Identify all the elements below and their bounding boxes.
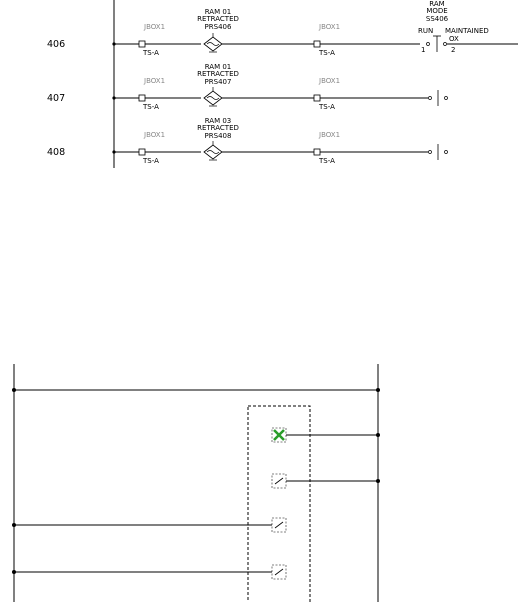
switch-label-2: RETRACTED [197, 70, 239, 78]
terminal-box[interactable] [313, 40, 321, 48]
junction-dot [376, 479, 380, 483]
rail-junction [112, 42, 116, 46]
wiring-diagram [12, 364, 380, 602]
switch-label-3: PRS406 [205, 23, 232, 31]
pressure-switch-symbol[interactable] [203, 33, 223, 53]
connector-2[interactable] [271, 473, 287, 489]
switch-label-3: PRS408 [205, 132, 232, 140]
jbox-label: JBOX1 [143, 23, 165, 31]
jbox-label: JBOX1 [318, 23, 340, 31]
junction-dot [376, 433, 380, 437]
jbox-label: JBOX1 [143, 77, 165, 85]
terminal-number: 2 [451, 46, 455, 54]
ts-label: TS-A [318, 49, 335, 57]
selector-maintained-label: MAINTAINED [445, 27, 489, 35]
jbox-label: JBOX1 [318, 131, 340, 139]
switch-label-1: RAM 01 [205, 63, 232, 71]
terminal-box[interactable] [313, 148, 321, 156]
ts-label: TS-A [142, 157, 159, 165]
pressure-switch-symbol[interactable] [203, 141, 223, 161]
rail-junction [112, 96, 116, 100]
selector-switch[interactable]: RAM MODE SS406 RUN MAINTAINED OX 1 2 [418, 0, 489, 54]
ladder-diagram: 406 JBOX1 TS-A RAM 01 RETRACTED PRS406 J… [47, 0, 518, 168]
terminal-box[interactable] [138, 148, 146, 156]
selector-label-1: RAM [429, 0, 444, 8]
terminal-box[interactable] [138, 40, 146, 48]
rung-number: 408 [47, 147, 65, 158]
terminal-box[interactable] [313, 94, 321, 102]
pressure-switch-symbol[interactable] [203, 87, 223, 107]
selector-contact-mark: OX [449, 35, 459, 43]
connector-1[interactable] [271, 427, 287, 443]
contact-symbol[interactable] [428, 144, 448, 160]
junction-dot [12, 388, 16, 392]
ts-label: TS-A [318, 103, 335, 111]
selector-label-2: MODE [426, 7, 447, 15]
rung-406: 406 JBOX1 TS-A RAM 01 RETRACTED PRS406 J… [47, 0, 518, 57]
rung-407: 407 JBOX1 TS-A RAM 01 RETRACTED PRS407 J… [47, 63, 448, 111]
switch-label-3: PRS407 [205, 78, 232, 86]
ts-label: TS-A [142, 103, 159, 111]
contact-symbol[interactable] [428, 90, 448, 106]
rung-number: 406 [47, 39, 65, 50]
selector-run-label: RUN [418, 27, 433, 35]
dashed-enclosure[interactable] [247, 405, 311, 602]
switch-label-2: RETRACTED [197, 15, 239, 23]
junction-dot [376, 388, 380, 392]
switch-label-2: RETRACTED [197, 124, 239, 132]
switch-label-1: RAM 03 [205, 117, 232, 125]
connector-4[interactable] [271, 564, 287, 580]
connector-3[interactable] [271, 517, 287, 533]
switch-label-1: RAM 01 [205, 8, 232, 16]
selector-label-3: SS406 [426, 15, 449, 23]
rung-408: 408 JBOX1 TS-A RAM 03 RETRACTED PRS408 J… [47, 117, 448, 165]
terminal-box[interactable] [138, 94, 146, 102]
junction-dot [12, 523, 16, 527]
terminal-number: 1 [421, 46, 425, 54]
rung-number: 407 [47, 93, 65, 104]
jbox-label: JBOX1 [143, 131, 165, 139]
grip-marker-icon[interactable] [273, 429, 285, 441]
junction-dot [12, 570, 16, 574]
ts-label: TS-A [142, 49, 159, 57]
ts-label: TS-A [318, 157, 335, 165]
rail-junction [112, 150, 116, 154]
jbox-label: JBOX1 [318, 77, 340, 85]
